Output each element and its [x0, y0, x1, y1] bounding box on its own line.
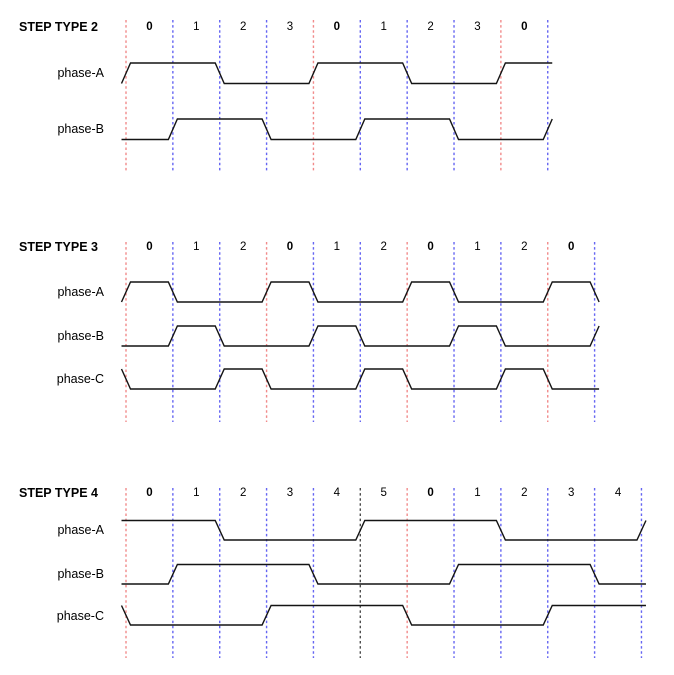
section-1-phase-b-label: phase-B — [57, 122, 104, 136]
section-1-title: STEP TYPE 2 — [19, 20, 98, 34]
step-label: 3 — [474, 21, 481, 33]
step-label: 0 — [521, 21, 528, 33]
step-label: 2 — [521, 241, 528, 253]
section-2-phase-b-label: phase-B — [57, 329, 104, 343]
step-label: 0 — [146, 487, 153, 499]
section-3-phase-b-waveform — [121, 563, 646, 585]
step-label: 1 — [474, 241, 481, 253]
section-3-phase-c-label: phase-C — [56, 609, 104, 623]
step-label: 3 — [286, 487, 294, 499]
step-label: 5 — [380, 487, 387, 499]
section-1-phase-a-label: phase-A — [57, 66, 104, 80]
step-label: 2 — [380, 241, 387, 253]
step-label: 0 — [567, 241, 575, 253]
section-3-phase-b-label: phase-B — [57, 567, 104, 581]
step-label: 1 — [333, 241, 341, 253]
section-2-title: STEP TYPE 3 — [19, 240, 98, 254]
section-2-phase-c-waveform — [120, 368, 600, 390]
step-label: 3 — [567, 487, 575, 499]
step-label: 2 — [239, 241, 247, 253]
section-3-phase-c-waveform — [120, 604, 646, 626]
step-label: 0 — [286, 241, 294, 253]
section-2-step-labels: 0 1 2 0 1 2 0 1 2 0 — [0, 241, 674, 254]
section-3-phase-a-waveform — [121, 519, 647, 541]
step-label: 1 — [193, 21, 200, 33]
step-label: 2 — [427, 21, 434, 33]
section-1-phase-b-waveform — [121, 118, 553, 141]
section-1-step-labels: 0 1 2 3 0 1 2 3 0 — [0, 21, 674, 34]
section-3-step-labels: 0 1 2 3 4 5 0 1 2 3 4 — [0, 487, 674, 500]
step-label: 0 — [427, 241, 434, 253]
section-2-phase-c-label: phase-C — [56, 372, 104, 386]
section-3-title: STEP TYPE 4 — [19, 486, 98, 500]
section-2-phase-a-label: phase-A — [57, 285, 104, 299]
step-label: 1 — [193, 487, 200, 499]
step-label: 0 — [146, 241, 153, 253]
step-label: 2 — [239, 487, 247, 499]
step-label: 4 — [614, 487, 622, 499]
step-label: 0 — [146, 21, 153, 33]
step-label: 1 — [474, 487, 481, 499]
step-label: 4 — [333, 487, 341, 499]
section-1-phase-a-waveform — [120, 62, 553, 85]
step-label: 1 — [193, 241, 200, 253]
section-2-phase-b-waveform — [121, 325, 600, 347]
section-2-phase-a-waveform — [120, 281, 600, 303]
step-label: 0 — [427, 487, 434, 499]
step-label: 3 — [286, 21, 294, 33]
step-label: 0 — [333, 21, 341, 33]
step-label: 1 — [380, 21, 387, 33]
step-label: 2 — [521, 487, 528, 499]
step-label: 2 — [239, 21, 247, 33]
section-3-phase-a-label: phase-A — [57, 523, 104, 537]
